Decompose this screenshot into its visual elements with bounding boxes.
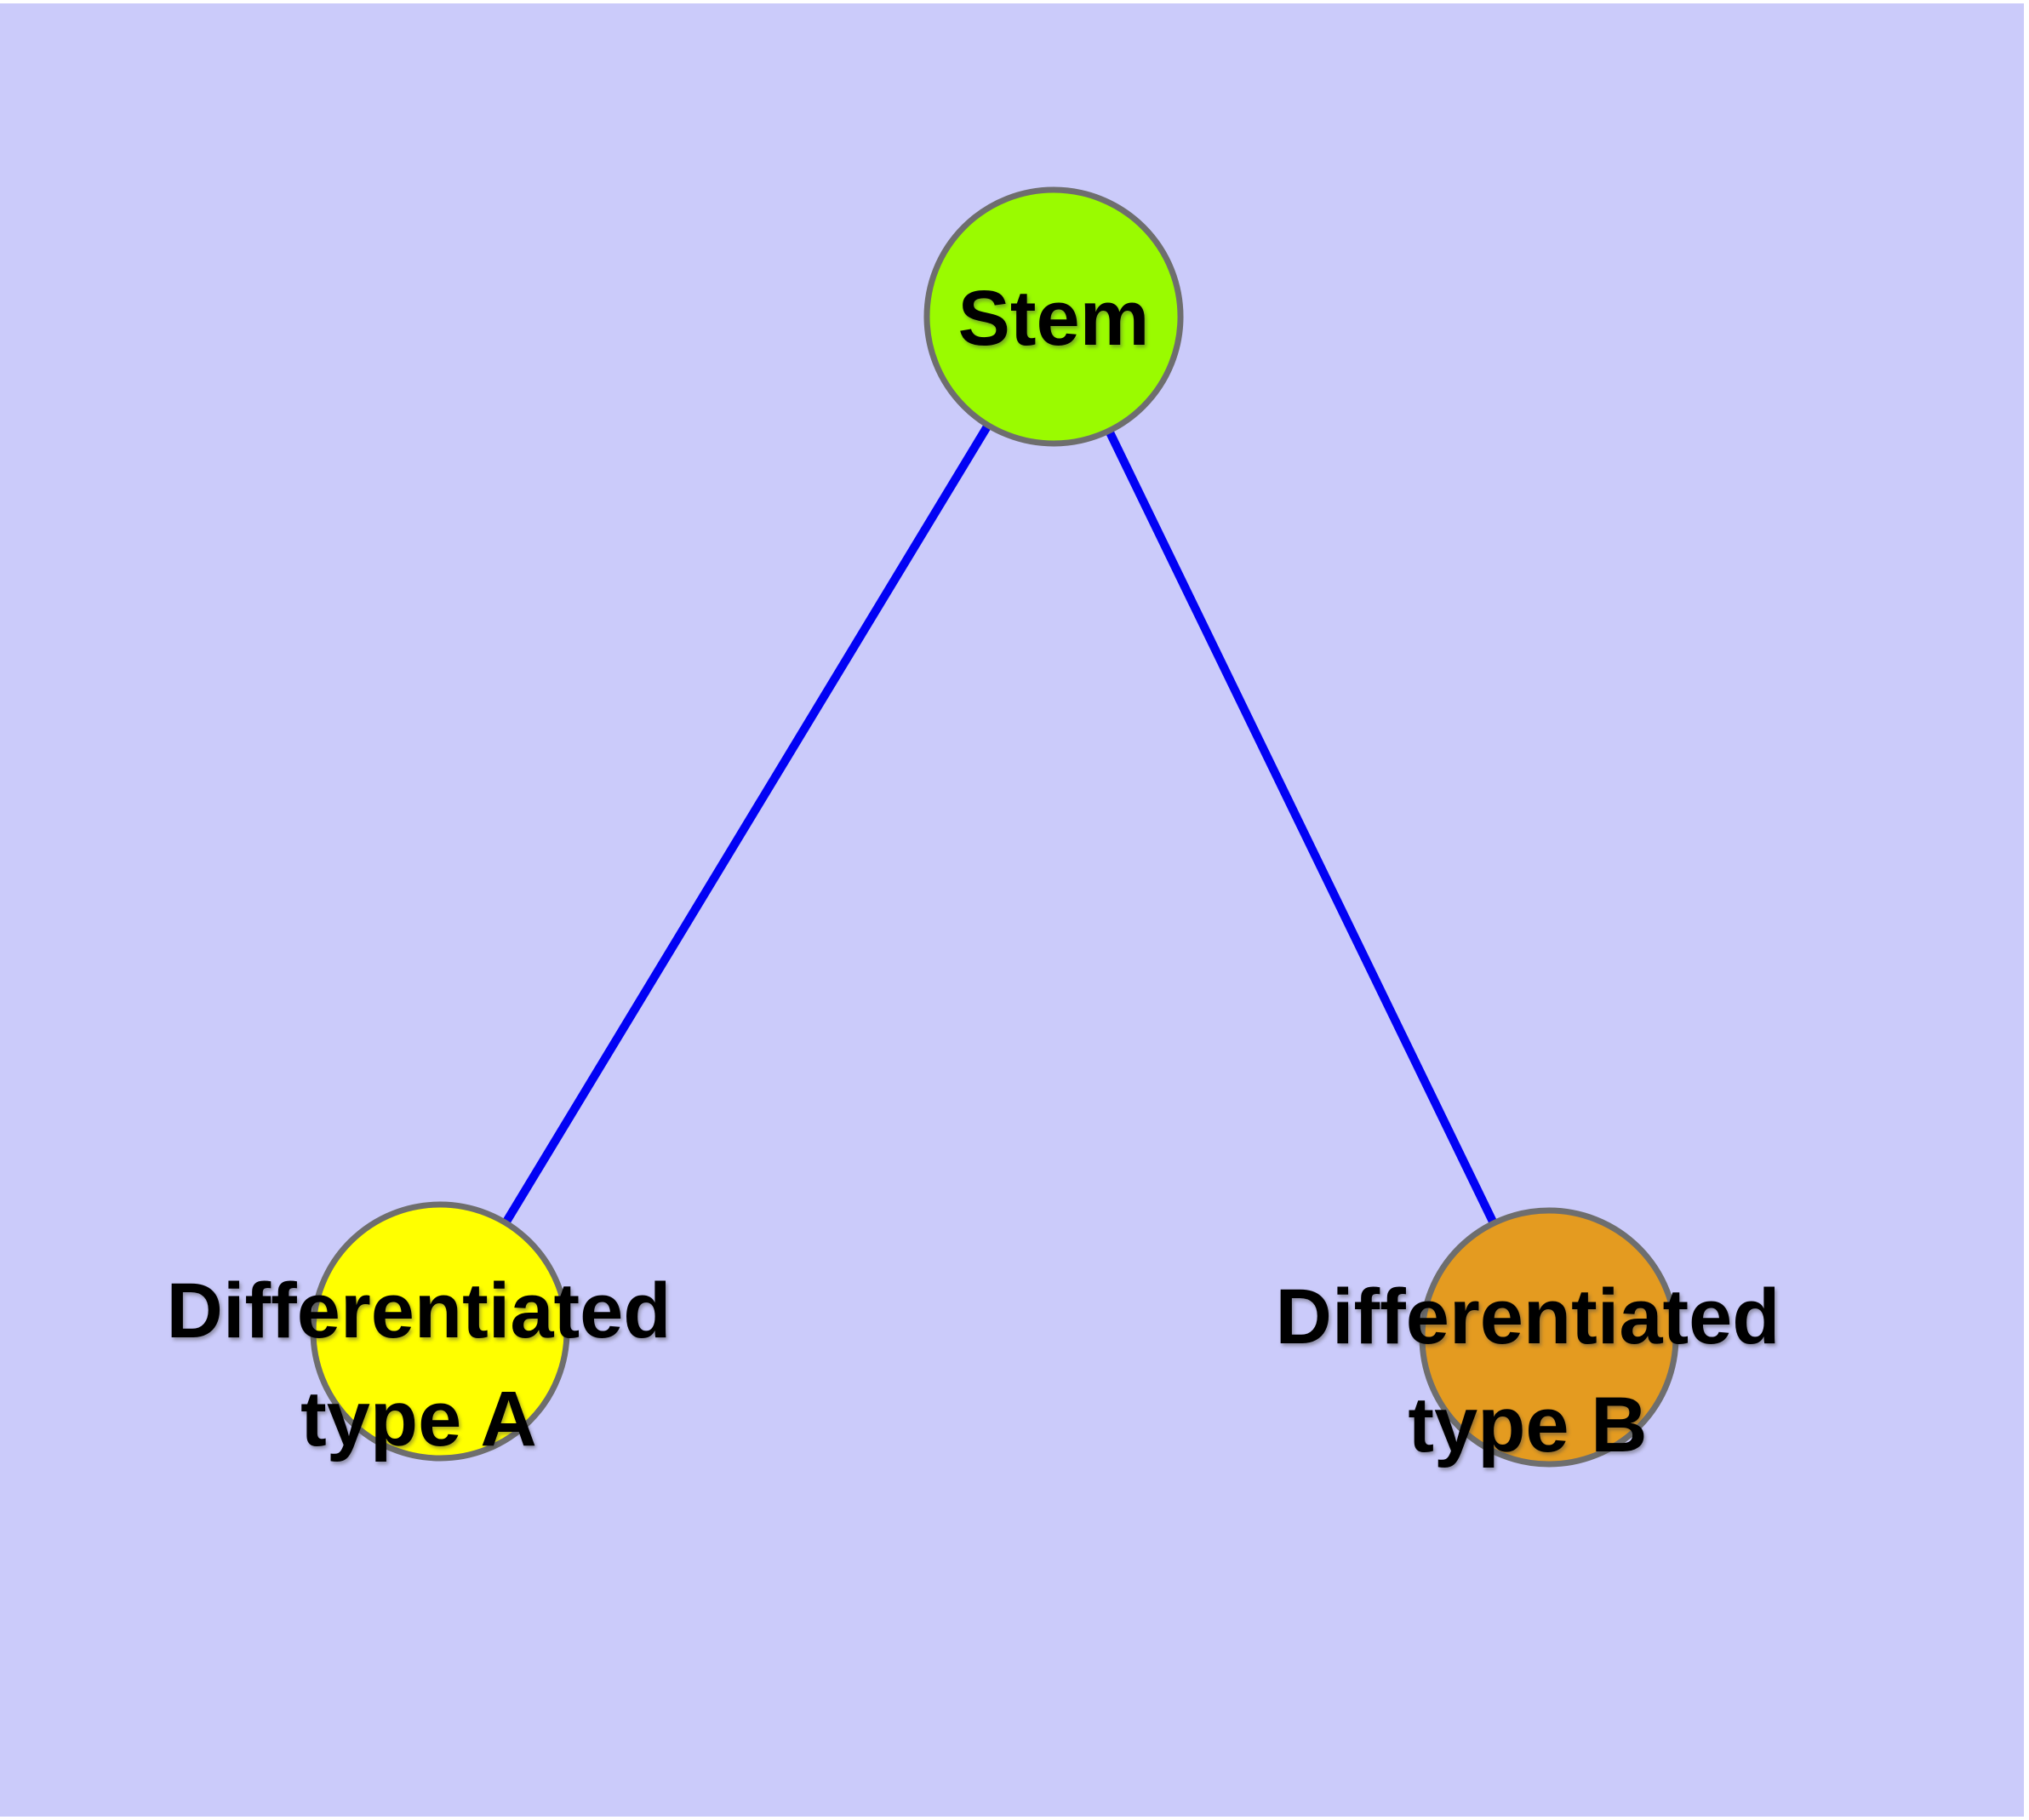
type-a-node-label-line2: type A <box>300 1376 537 1462</box>
edge-stem-to-type-b <box>1049 314 1553 1340</box>
stem-node-label: Stem <box>958 275 1150 362</box>
type-b-node-label-line2: type B <box>1408 1382 1647 1468</box>
type-b-node-label-line1: Differentiated <box>1276 1273 1780 1360</box>
type-b-node <box>1419 1207 1679 1468</box>
type-a-node-label-line1: Differentiated <box>167 1268 672 1354</box>
edge-stem-to-type-a <box>436 314 1058 1334</box>
type-a-node <box>310 1201 570 1462</box>
stem-node <box>923 186 1184 447</box>
